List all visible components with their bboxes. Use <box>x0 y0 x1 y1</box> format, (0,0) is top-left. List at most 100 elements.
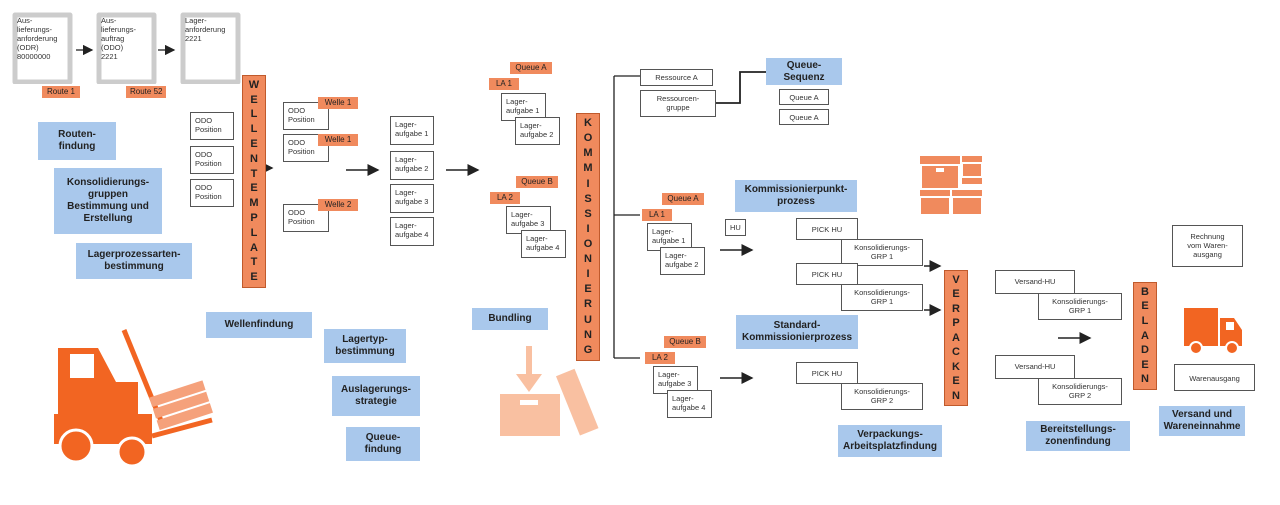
wellen_template-letter: E <box>250 182 258 195</box>
bundling-lageraufgabe-1: Lager- aufgabe 1 <box>501 93 546 121</box>
bundling-la2-tag: LA 2 <box>490 192 520 204</box>
kommissionierung-letter: N <box>584 328 592 341</box>
document-lageranforderung-text: Lager- anforderung 2221 <box>185 16 226 43</box>
kommissionierung-letter: N <box>584 253 592 266</box>
beladen-letter: N <box>1141 373 1149 386</box>
document-odr: Aus- lieferungs- anforderung (ODR) 80000… <box>12 12 73 84</box>
queue-sequenz-box: Queue- Sequenz <box>766 58 842 85</box>
route-tag-52: Route 52 <box>126 86 166 98</box>
versand-wareneinnahme-box: Versand und Wareneinnahme <box>1159 406 1245 436</box>
wellen_template-letter: E <box>250 271 258 284</box>
kommissionierung-letter: U <box>584 313 592 326</box>
kommissionierung-letter: M <box>583 147 593 160</box>
forklift-icon <box>54 329 213 468</box>
konsol-grp-1a: Konsolidierungs- GRP 1 <box>841 239 923 266</box>
kommissionierung-letter: R <box>584 298 592 311</box>
pick-hu-2: PICK HU <box>796 263 858 285</box>
welle-1-tag-b: Welle 1 <box>318 134 358 146</box>
kommissionierung-letter: S <box>584 207 592 220</box>
lageraufgabe-1: Lager- aufgabe 1 <box>390 116 434 145</box>
auslagerungsstrategie-box: Auslagerungs- strategie <box>332 376 420 416</box>
pick-hu-3: PICK HU <box>796 362 858 384</box>
beladen-letter: L <box>1141 314 1149 327</box>
kommissionierung-letter: O <box>583 132 593 145</box>
komm-lageraufgabe-3: Lager- aufgabe 3 <box>653 366 698 394</box>
kommissionierung-letter: K <box>584 117 592 130</box>
warenausgang-box: Warenausgang <box>1174 364 1255 391</box>
wellen_template-letter: T <box>250 167 258 180</box>
bundling-queue-a-tag: Queue A <box>510 62 552 74</box>
beladen-letter: B <box>1141 285 1149 298</box>
verpacken-letter: E <box>952 375 960 387</box>
verpacken-letter: C <box>952 346 960 358</box>
wellen_template-letter: E <box>250 93 258 106</box>
komm-queue-b-tag: Queue B <box>664 336 706 348</box>
lageraufgabe-2: Lager- aufgabe 2 <box>390 151 434 180</box>
wellenfindung-box: Wellenfindung <box>206 312 312 338</box>
verpacken-letter: N <box>952 389 960 402</box>
carton-drop-icon <box>500 346 599 436</box>
beladen-letter: E <box>1141 300 1149 313</box>
bundling-lageraufgabe-2: Lager- aufgabe 2 <box>515 117 560 145</box>
verpacken-letter: K <box>952 360 960 373</box>
beladen-letter: D <box>1141 344 1149 357</box>
welle-1-tag-a: Welle 1 <box>318 97 358 109</box>
bereitstellungszonenfindung-box: Bereitstellungs- zonenfindung <box>1026 421 1130 451</box>
komm-lageraufgabe-4: Lager- aufgabe 4 <box>667 390 712 418</box>
cartons-icon <box>920 156 982 214</box>
versand-hu-1: Versand-HU <box>995 270 1075 294</box>
wellen_template-letter: N <box>250 152 258 165</box>
lagertypbestimmung-box: Lagertyp- bestimmung <box>324 329 406 363</box>
wellen_template-letter: A <box>250 241 258 254</box>
standard-kommissionierprozess-box: Standard- Kommissionierprozess <box>736 315 858 349</box>
verpackungs-arbeitsplatzfindung-box: Verpackungs- Arbeitsplatzfindung <box>838 425 942 457</box>
wellen_template-letter: E <box>250 137 258 150</box>
konsol-grp-1b: Konsolidierungs- GRP 1 <box>841 284 923 311</box>
kommissionierpunktprozess-box: Kommissionierpunkt- prozess <box>735 180 857 212</box>
beladen-letter: E <box>1141 358 1149 371</box>
konsol-grp-2: Konsolidierungs- GRP 2 <box>841 383 923 410</box>
komm-queue-a-tag: Queue A <box>662 193 704 205</box>
konsolidierungsgruppen-box: Konsolidierungs- gruppen Bestimmung und … <box>54 168 162 234</box>
bundling-la1-tag: LA 1 <box>489 78 519 90</box>
kommissionierung-letter: E <box>584 283 592 296</box>
bundling-queue-b-tag: Queue B <box>516 176 558 188</box>
kommissionierung-letter: G <box>583 343 593 356</box>
verpacken-letter: R <box>952 302 960 315</box>
versand-hu-2: Versand-HU <box>995 355 1075 379</box>
odo-position-1: ODO Position <box>190 112 234 140</box>
wellen_template-letter: P <box>250 211 258 224</box>
lagerprozessarten-box: Lagerprozessarten- bestimmung <box>76 243 192 279</box>
kommissionierung-letter: O <box>583 237 593 250</box>
wellen_template-letter: L <box>250 123 258 136</box>
verpacken-letter: A <box>952 331 960 344</box>
hu-box: HU <box>725 219 746 236</box>
wellen_template-letter: L <box>250 108 258 121</box>
komm-la2-tag: LA 2 <box>645 352 675 364</box>
routenfindung-box: Routen- findung <box>38 122 116 160</box>
wellen_template-letter: T <box>250 256 258 269</box>
bundling-lageraufgabe-4: Lager- aufgabe 4 <box>521 230 566 258</box>
komm-la1-tag: LA 1 <box>642 209 672 221</box>
verpacken-letter: P <box>952 317 960 329</box>
bundling-box: Bundling <box>472 308 548 330</box>
kommissionierung-letter: I <box>586 222 590 235</box>
odo-position-3: ODO Position <box>190 179 234 207</box>
document-odo: Aus- lieferungs- auftrag (ODO) 2221 <box>96 12 157 84</box>
wellen_template-letter: W <box>248 78 260 91</box>
pick-hu-1: PICK HU <box>796 218 858 240</box>
bundling-lageraufgabe-3: Lager- aufgabe 3 <box>506 206 551 234</box>
lageraufgabe-3: Lager- aufgabe 3 <box>390 184 434 213</box>
kommissionierung-letter: M <box>583 162 593 175</box>
lageraufgabe-4: Lager- aufgabe 4 <box>390 217 434 246</box>
wellen_template-letter: L <box>250 226 258 239</box>
welle-2-tag: Welle 2 <box>318 199 358 211</box>
welle-1-position-a: ODO Position <box>283 102 329 130</box>
queue-a-item-2: Queue A <box>779 109 829 125</box>
versand-konsol-grp-2: Konsolidierungs- GRP 2 <box>1038 378 1122 405</box>
kommissionierung-letter: S <box>584 192 592 205</box>
truck-icon <box>1184 308 1242 355</box>
